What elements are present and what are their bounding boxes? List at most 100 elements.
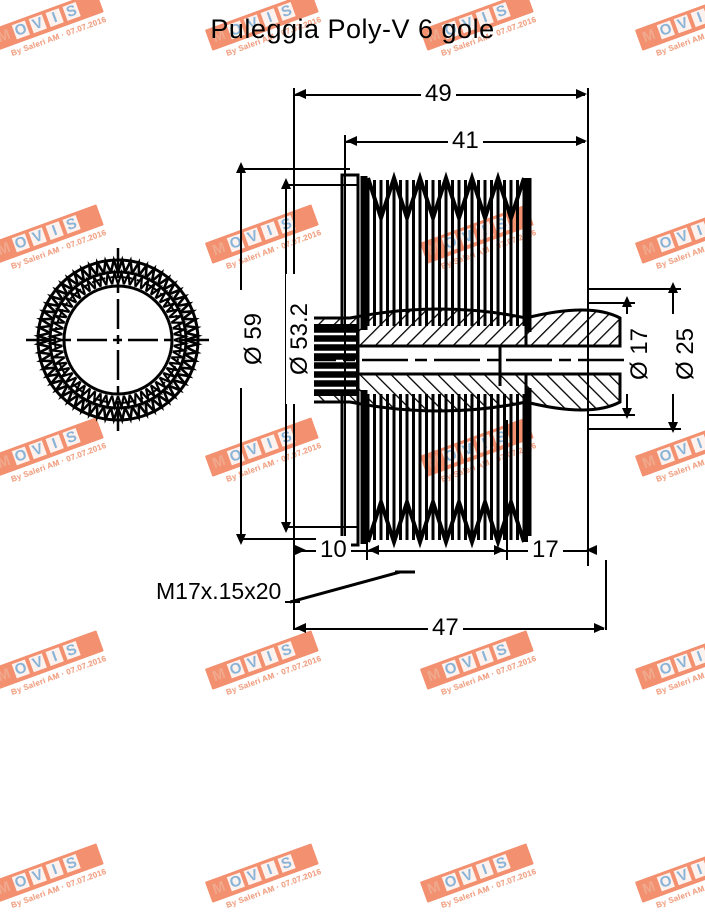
watermark-letter: S [492, 853, 511, 874]
knurl-inner-tooth [171, 350, 187, 359]
watermark-letter: M [640, 877, 658, 899]
watermark-letter: M [0, 877, 13, 899]
watermark-letter: O [11, 871, 30, 892]
watermark-letter: M [425, 877, 443, 899]
watermark-letter: V [673, 866, 692, 886]
watermark-letter: V [673, 866, 692, 886]
watermark-subtitle: By Saleri AM · 07.07.2016 [654, 867, 705, 910]
dim-arrow-41-left [346, 136, 357, 146]
watermark-subtitle: By Saleri AM · 07.07.2016 [439, 866, 538, 910]
knurl-inner-tooth [99, 393, 108, 409]
leader-d25-top [587, 288, 681, 290]
watermark-letter: V [243, 866, 262, 886]
dim-17: 17 [528, 536, 563, 564]
watermark-letter: S [492, 853, 511, 874]
watermark-subtitle: By Saleri AM · 07.07.2016 [654, 867, 705, 910]
watermark-letter: V [243, 866, 262, 886]
dim-arrow-41-right [576, 136, 587, 146]
watermark-letter: M [0, 877, 13, 899]
dim-line-inner [368, 550, 508, 552]
watermark-letter: I [690, 860, 705, 880]
dim-arrow-49-left [295, 89, 306, 99]
thread-callout-leader [290, 570, 415, 604]
dim-10: 10 [316, 536, 351, 564]
watermark-letter: O [656, 871, 675, 892]
v-groove-profile [366, 171, 526, 225]
watermark-letter: M [210, 877, 228, 899]
watermark-letter: I [260, 860, 279, 880]
ext-line-17-left [506, 420, 508, 560]
watermark-subtitle: By Saleri AM · 07.07.2016 [9, 866, 108, 910]
watermark-subtitle: By Saleri AM · 07.07.2016 [439, 866, 538, 910]
knurl-inner-tooth [122, 269, 131, 286]
watermark-letter: M [210, 877, 228, 899]
watermark-letter: S [277, 853, 296, 874]
knurl-inner-tooth [49, 321, 65, 330]
leader-d17-top [587, 302, 635, 304]
dim-arrow-inner-right [494, 545, 505, 555]
leader-d17-bottom [587, 414, 635, 416]
dim-d53-2: Ø 53.2 [286, 274, 314, 404]
watermark-letter: O [226, 871, 245, 892]
watermark-letter: M [425, 877, 443, 899]
ext-line-10-right [366, 480, 368, 560]
watermark-letter: S [277, 853, 296, 874]
end-view-knurled-pulley [26, 248, 210, 432]
watermark-letter: S [62, 853, 81, 874]
ext-line-right [587, 88, 589, 566]
watermark-letter: I [475, 860, 494, 880]
watermark-letter: I [690, 860, 705, 880]
dim-arrow-d17-top [622, 296, 632, 307]
watermark-letter: V [458, 866, 477, 886]
watermark-subtitle: By Saleri AM · 07.07.2016 [224, 866, 323, 910]
dim-arrow-d25-top [668, 282, 678, 293]
drawing-layer: 49 41 10 17 47 Ø 59 Ø 53.2 [26, 80, 700, 642]
ext-line-47-right [605, 560, 607, 630]
dim-arrow-inner-left [368, 545, 379, 555]
watermark-letter: O [11, 871, 30, 892]
watermark-letter: O [656, 871, 675, 892]
knurl-inner-tooth [105, 394, 114, 411]
watermark-letter: V [28, 866, 47, 886]
dim-arrow-17-right [586, 545, 597, 555]
page-title: Puleggia Poly-V 6 gole [210, 14, 495, 44]
dim-arrow-d53-top [281, 178, 291, 189]
watermark-letter: V [458, 866, 477, 886]
dim-d17: Ø 17 [626, 314, 654, 394]
v-groove-profile [366, 495, 526, 549]
dim-arrow-d59-top [236, 162, 246, 173]
knurl-inner-tooth [128, 271, 137, 287]
leader-d59-bottom [240, 538, 350, 540]
leader-d25-bottom [587, 428, 681, 430]
leader-d53-top [285, 184, 357, 186]
watermark-letter: M [640, 877, 658, 899]
watermark-letter: I [45, 860, 64, 880]
watermark-letter: O [441, 871, 460, 892]
knurl-inner-tooth [172, 344, 189, 353]
watermark-subtitle: By Saleri AM · 07.07.2016 [9, 866, 108, 910]
watermark-letter: O [226, 871, 245, 892]
leader-d59-top [240, 168, 350, 170]
knurl-inner-tooth [47, 327, 64, 336]
dim-41: 41 [448, 127, 483, 155]
ext-line-47-left [293, 560, 295, 630]
watermark-letter: V [28, 866, 47, 886]
watermark-letter: I [260, 860, 279, 880]
ext-line-41-left [344, 135, 346, 555]
leader-d53-bottom [285, 526, 357, 528]
dim-d25: Ø 25 [672, 314, 700, 394]
